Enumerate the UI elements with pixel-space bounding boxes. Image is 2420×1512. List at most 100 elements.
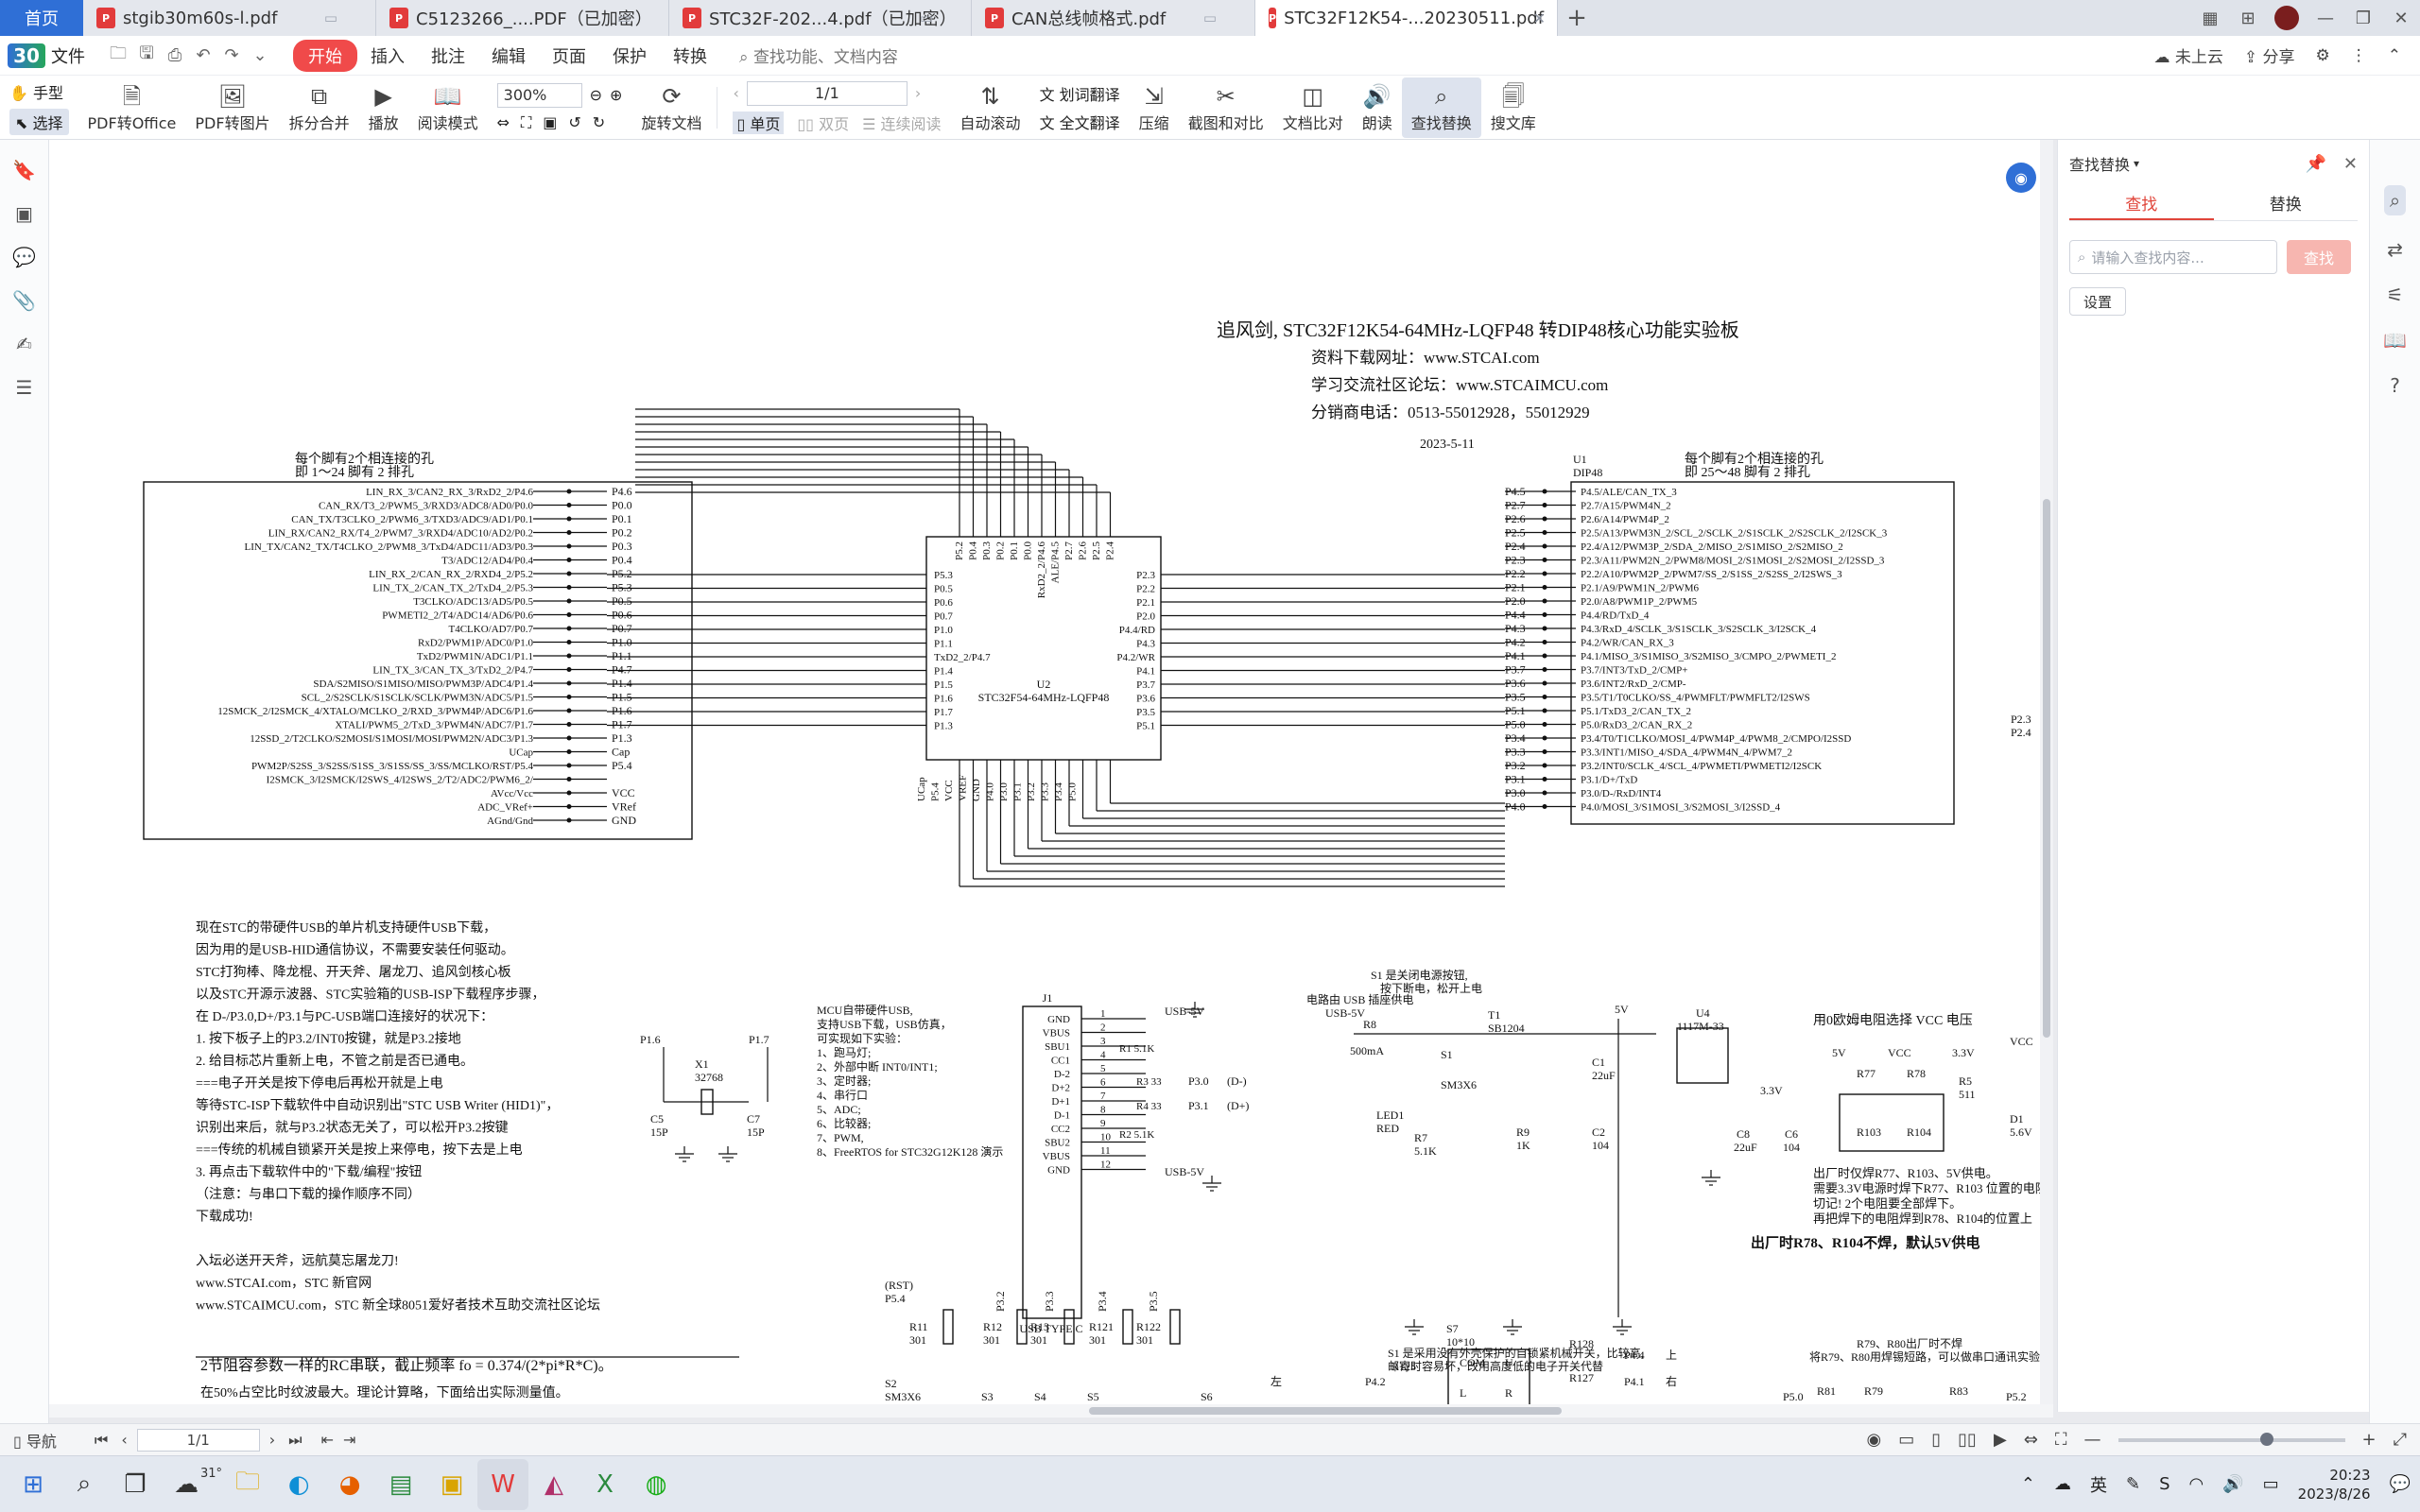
wps-tray-icon[interactable]: S	[2159, 1474, 2170, 1494]
read-aloud-button[interactable]: 🔊朗读	[1353, 77, 1402, 138]
notification-icon[interactable]: 💬	[2389, 1474, 2411, 1494]
image-viewer-icon[interactable]: ▣	[440, 1469, 464, 1499]
tab-window-icon[interactable]: ▭	[323, 9, 337, 26]
double-page-icon[interactable]: ▯▯	[1958, 1430, 1977, 1450]
fit-width-icon[interactable]: ⇔	[496, 112, 510, 131]
vertical-scrollbar[interactable]	[2040, 140, 2053, 1412]
last-page-icon[interactable]: ⏭	[288, 1430, 302, 1449]
continuous-button[interactable]: ☰ 连续阅读	[862, 112, 941, 134]
pin-icon[interactable]: 📌	[2305, 153, 2326, 174]
new-tab-button[interactable]: +	[1566, 4, 1587, 32]
zoom-select[interactable]: 300%	[496, 82, 582, 108]
tab-window-icon[interactable]: ▭	[1202, 9, 1217, 26]
settings-button[interactable]: 设置	[2069, 287, 2126, 316]
menu-insert[interactable]: 插入	[371, 46, 405, 67]
translate-word-button[interactable]: 文 划词翻译	[1040, 82, 1120, 105]
scroll-thumb[interactable]	[2043, 499, 2050, 1038]
thumbnail-icon[interactable]: ▣	[15, 202, 33, 225]
zoom-in-icon[interactable]: +	[2361, 1430, 2377, 1450]
translate-panel-icon[interactable]: ⇄	[2387, 238, 2403, 261]
nav-toggle[interactable]: ▯ 导航	[13, 1429, 57, 1452]
document-viewer[interactable]: 追风剑, STC32F12K54-64MHz-LQFP48 转DIP48核心功能…	[49, 140, 2053, 1412]
assistant-icon[interactable]: ◉	[2006, 163, 2036, 193]
open-folder-icon[interactable]: 🗀	[110, 43, 127, 63]
tray-app-icon[interactable]: ✎	[2125, 1474, 2141, 1494]
find-input[interactable]: ⌕请输入查找内容...	[2069, 240, 2277, 274]
panel-title[interactable]: 查找替换	[2069, 156, 2131, 174]
file-explorer-icon[interactable]: 🗀	[235, 1467, 261, 1496]
print-icon[interactable]: ⎙	[167, 45, 182, 65]
menu-convert[interactable]: 转换	[673, 46, 707, 67]
fit-page-icon[interactable]: ⛶	[521, 112, 532, 131]
cloud-icon[interactable]: ☁	[2053, 1474, 2071, 1494]
comment-icon[interactable]: 💬	[12, 246, 36, 268]
menu-annotate[interactable]: 批注	[431, 46, 465, 67]
fit-width-icon[interactable]: ⇔	[2023, 1430, 2038, 1450]
prev-page-icon[interactable]: ‹	[733, 84, 739, 102]
next-page-icon[interactable]: ›	[268, 1431, 276, 1449]
zoom-in-icon[interactable]: ⊕	[610, 86, 623, 104]
tab-document[interactable]: P C5123266_....PDF（已加密） ▭	[376, 0, 669, 36]
menu-edit[interactable]: 编辑	[492, 46, 526, 67]
tab-find[interactable]: 查找	[2069, 187, 2214, 220]
horizontal-scrollbar[interactable]	[49, 1404, 2053, 1418]
close-icon[interactable]: ✕	[1532, 9, 1546, 27]
read-mode-button[interactable]: 📖阅读模式	[408, 77, 488, 138]
tab-document-active[interactable]: P STC32F12K54-...20230511.pdf ✕	[1255, 0, 1558, 36]
clock[interactable]: 20:23 2023/8/26	[2298, 1466, 2371, 1503]
close-window-icon[interactable]: ✕	[2394, 8, 2409, 28]
ime-indicator[interactable]: 英	[2089, 1475, 2107, 1496]
schematic-app-icon[interactable]: ◭	[544, 1469, 564, 1499]
eye-icon[interactable]: ◉	[1866, 1430, 1882, 1450]
double-page-button[interactable]: ▯▯ 双页	[797, 112, 849, 134]
fit-page-icon[interactable]: ⛶	[2054, 1430, 2067, 1450]
weather-icon[interactable]: ☁	[174, 1469, 199, 1499]
tab-window-icon[interactable]: ▭	[616, 9, 631, 26]
compress-button[interactable]: ⇲压缩	[1130, 77, 1179, 138]
reader-icon[interactable]: 📖	[2383, 329, 2407, 352]
tab-replace[interactable]: 替换	[2269, 196, 2302, 215]
rotate-left-icon[interactable]: ↺	[568, 112, 581, 131]
hand-tool[interactable]: ✋ 手型	[9, 80, 69, 103]
share-button[interactable]: ⇪ 分享	[2244, 43, 2295, 67]
save-icon[interactable]: 🖫	[139, 43, 154, 63]
more-icon[interactable]: ⋮	[2350, 45, 2367, 65]
single-page-button[interactable]: ▯ 单页	[733, 111, 785, 134]
actual-size-icon[interactable]: ▣	[543, 112, 558, 131]
screenshot-compare-button[interactable]: ✂截图和对比	[1179, 77, 1273, 138]
search-icon[interactable]: ⌕	[77, 1469, 92, 1498]
prev-page-icon[interactable]: ‹	[121, 1431, 128, 1449]
find-button[interactable]: 查找	[2287, 240, 2351, 274]
signature-icon[interactable]: ✍	[16, 333, 32, 355]
select-tool[interactable]: ⬉ 选择	[9, 108, 69, 135]
command-search[interactable]: ⌕ 查找功能、文档内容	[739, 43, 898, 67]
settings-icon[interactable]: ⚙	[2315, 45, 2330, 65]
wechat-icon[interactable]: ◍	[645, 1469, 667, 1499]
find-panel-icon[interactable]: ⌕	[2383, 185, 2407, 215]
chevron-up-icon[interactable]: ⌃	[2020, 1474, 2035, 1494]
page-input[interactable]: 1/1	[746, 80, 908, 106]
status-page-input[interactable]: 1/1	[136, 1428, 260, 1452]
tab-window-icon[interactable]: ▭	[919, 9, 933, 26]
pdf-to-image-button[interactable]: 🖼PDF转图片	[185, 77, 279, 138]
chevron-down-icon[interactable]: ⌄	[252, 45, 268, 65]
tab-document[interactable]: P STC32F-202...4.pdf（已加密） ▭	[669, 0, 972, 36]
tab-document[interactable]: P CAN总线帧格式.pdf ▭	[972, 0, 1255, 36]
menu-page[interactable]: 页面	[552, 46, 586, 67]
play-icon[interactable]: ▶	[1993, 1430, 2007, 1450]
layers-icon[interactable]: ☰	[15, 376, 33, 399]
bookmark-icon[interactable]: 🔖	[12, 159, 36, 181]
collapse-icon[interactable]: ⌃	[2387, 45, 2401, 65]
cloud-status[interactable]: ☁ 未上云	[2153, 43, 2222, 67]
grid-icon[interactable]: ⊞	[2240, 8, 2256, 28]
redo-icon[interactable]: ↷	[224, 45, 239, 65]
app-icon[interactable]: ▤	[389, 1469, 413, 1499]
battery-icon[interactable]: ▭	[2262, 1474, 2279, 1494]
zoom-out-icon[interactable]: ⊖	[589, 86, 603, 104]
auto-scroll-button[interactable]: ⇅自动滚动	[951, 77, 1030, 138]
windows-start-icon[interactable]: ⊞	[23, 1469, 43, 1499]
close-icon[interactable]: ✕	[2342, 153, 2358, 174]
task-view-icon[interactable]: ❐	[124, 1469, 147, 1499]
restore-icon[interactable]: ❐	[2355, 8, 2372, 28]
scroll-thumb[interactable]	[1089, 1407, 1562, 1415]
